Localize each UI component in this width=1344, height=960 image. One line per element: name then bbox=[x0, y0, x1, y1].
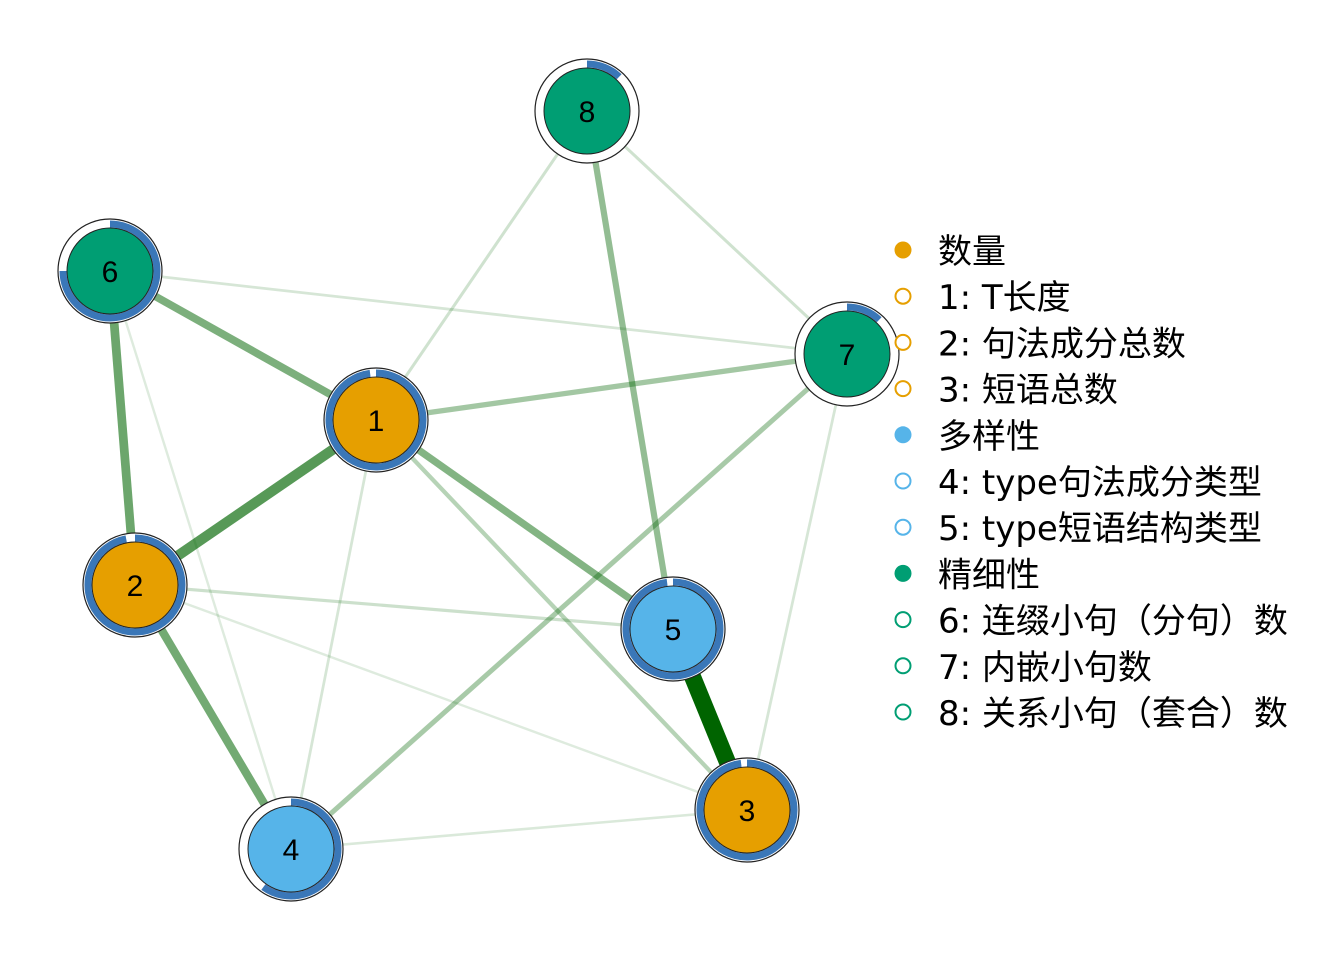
node-3-body bbox=[703, 766, 791, 854]
edge-3-7 bbox=[745, 353, 849, 811]
legend-item-label: 7: 内嵌小句数 bbox=[938, 648, 1152, 688]
legend-item-label: 6: 连缀小句（分句）数 bbox=[938, 602, 1288, 642]
node-4-body bbox=[247, 805, 335, 893]
node-2-body bbox=[91, 541, 179, 629]
edge-1-8 bbox=[374, 110, 589, 421]
node-1: 1 bbox=[323, 367, 429, 473]
node-6: 6 bbox=[57, 218, 163, 324]
node-2: 2 bbox=[82, 532, 188, 638]
node-2-label: 2 bbox=[127, 570, 144, 603]
node-5-label: 5 bbox=[665, 614, 682, 647]
edge-1-7 bbox=[375, 351, 848, 423]
edge-4-6 bbox=[108, 270, 293, 850]
edge-4-7 bbox=[289, 352, 849, 851]
nodes-layer: 1 2 3 4 5 6 7 8 bbox=[57, 58, 900, 902]
node-4: 4 bbox=[238, 796, 344, 902]
node-5: 5 bbox=[620, 576, 726, 682]
legend-marker-2 bbox=[894, 333, 912, 351]
node-5-body bbox=[629, 585, 717, 673]
legend-item-label: 4: type句法成分类型 bbox=[938, 463, 1262, 503]
legend-marker-9 bbox=[894, 657, 912, 675]
legend-item-label: 2: 句法成分总数 bbox=[938, 324, 1186, 364]
edge-6-7 bbox=[109, 269, 848, 356]
legend-marker-1 bbox=[894, 287, 912, 305]
legend-item-label: 5: type短语结构类型 bbox=[938, 509, 1262, 549]
node-2-pie-ring bbox=[84, 534, 186, 636]
edge-5-8 bbox=[583, 110, 677, 630]
legend-group-label: 精细性 bbox=[938, 555, 1040, 595]
node-8-body bbox=[543, 67, 631, 155]
node-6-body bbox=[66, 227, 154, 315]
node-7-label: 7 bbox=[839, 339, 856, 372]
legend-marker-8 bbox=[894, 611, 912, 629]
legend-item-label: 3: 短语总数 bbox=[938, 371, 1118, 411]
legend-group-label: 多样性 bbox=[938, 417, 1040, 457]
edge-7-8 bbox=[585, 109, 849, 356]
edge-1-4 bbox=[289, 419, 378, 850]
node-3-pie-ring bbox=[696, 759, 798, 861]
legend-marker-10 bbox=[894, 703, 912, 721]
node-3-label: 3 bbox=[739, 795, 756, 828]
edge-1-3 bbox=[374, 418, 749, 812]
node-7-pie-ring bbox=[846, 303, 882, 323]
legend-item-label: 8: 关系小句（套合）数 bbox=[938, 694, 1288, 734]
node-8-pie-ring bbox=[586, 60, 622, 80]
node-1-pie-ring bbox=[325, 369, 427, 471]
legend-marker-7 bbox=[894, 564, 912, 582]
node-8-label: 8 bbox=[579, 96, 596, 129]
edge-2-3 bbox=[134, 583, 748, 812]
legend-marker-0 bbox=[894, 241, 912, 259]
edge-1-5 bbox=[373, 417, 676, 632]
node-6-pie-ring bbox=[59, 220, 161, 322]
edges-layer bbox=[105, 109, 849, 852]
legend-marker-3 bbox=[894, 380, 912, 398]
edge-3-4 bbox=[290, 808, 748, 851]
edge-2-5 bbox=[134, 583, 674, 631]
node-3: 3 bbox=[694, 757, 800, 863]
node-1-body bbox=[332, 376, 420, 464]
node-8: 8 bbox=[534, 58, 640, 164]
legend-group-label: 数量 bbox=[938, 232, 1006, 272]
node-4-label: 4 bbox=[283, 834, 300, 867]
legend-marker-5 bbox=[894, 472, 912, 490]
node-6-label: 6 bbox=[102, 256, 119, 289]
legend-marker-6 bbox=[894, 518, 912, 536]
node-7-body bbox=[803, 310, 891, 398]
legend-item-label: 1: T长度 bbox=[938, 278, 1071, 318]
node-5-pie-ring bbox=[622, 578, 724, 680]
node-1-label: 1 bbox=[368, 405, 385, 438]
node-4-pie-ring bbox=[261, 798, 342, 900]
node-7: 7 bbox=[794, 301, 900, 407]
legend-marker-4 bbox=[894, 426, 912, 444]
